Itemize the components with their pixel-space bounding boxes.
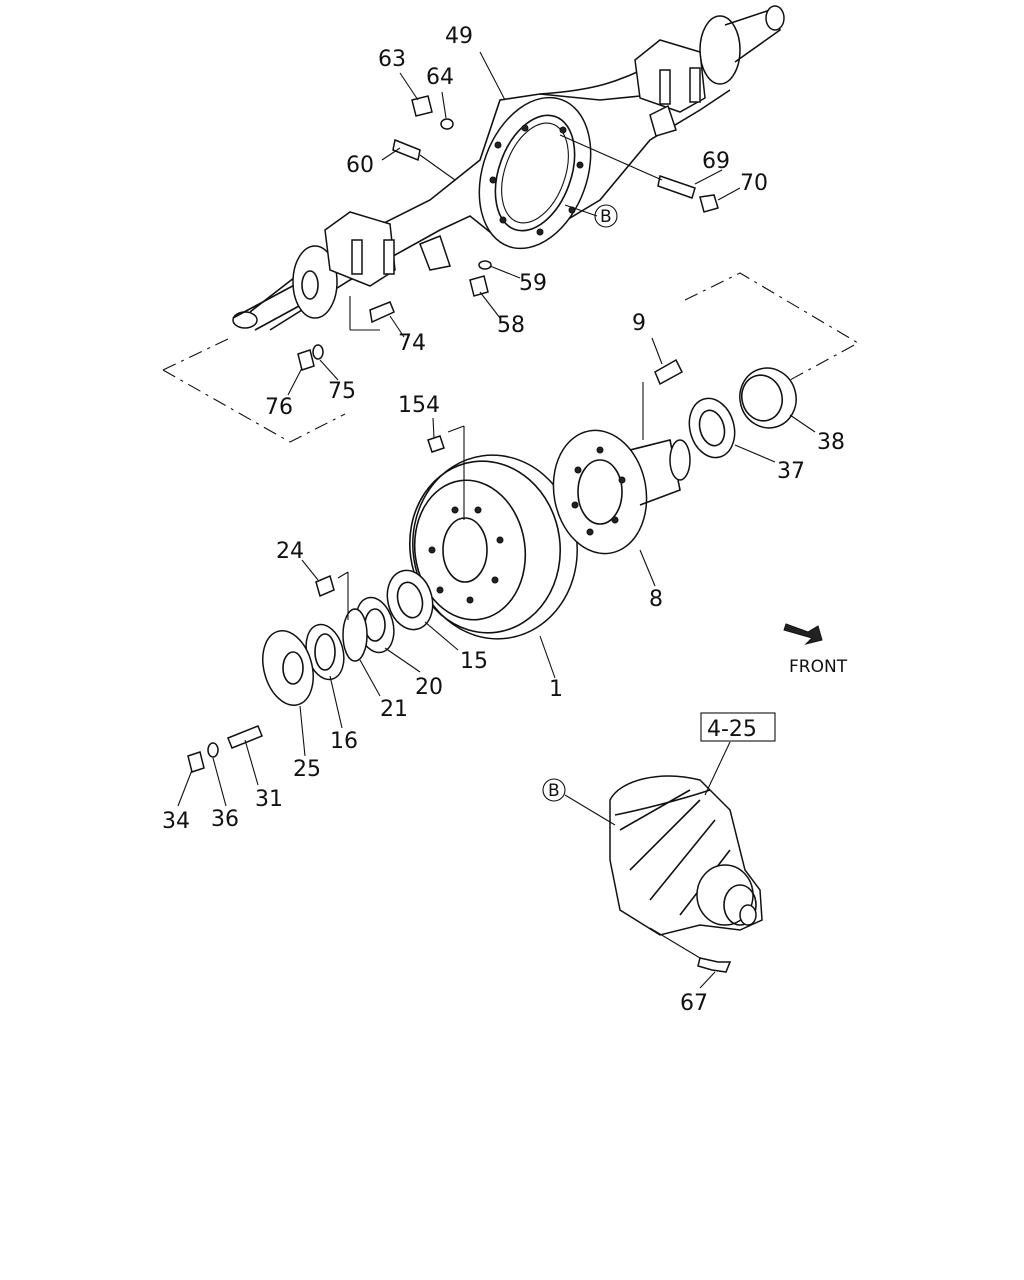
label-21: 21 [380, 697, 408, 722]
label-60: 60 [346, 153, 374, 178]
label-36: 36 [211, 807, 239, 832]
label-63: 63 [378, 47, 406, 72]
plug-58 [469, 275, 489, 297]
washer-75 [312, 344, 324, 360]
nut-63 [411, 95, 433, 117]
label-49: 49 [445, 24, 473, 49]
label-59: 59 [519, 271, 547, 296]
ref-circle-b-top [594, 204, 618, 228]
label-34: 34 [162, 809, 190, 834]
label-37: 37 [777, 459, 805, 484]
label-16: 16 [330, 729, 358, 754]
stud-69 [657, 175, 696, 199]
label-70: 70 [740, 171, 768, 196]
hub-drum-assembly [187, 358, 797, 773]
leader-lines [177, 51, 816, 989]
label-74: 74 [398, 331, 426, 356]
nut-70 [699, 194, 719, 213]
differential-carrier [609, 775, 763, 973]
label-38: 38 [817, 430, 845, 455]
bolt-74 [369, 301, 395, 324]
label-8: 8 [649, 587, 663, 612]
label-9: 9 [632, 311, 646, 336]
label-154: 154 [398, 393, 440, 418]
axle-housing [232, 5, 785, 331]
label-25: 25 [293, 757, 321, 782]
nut-76 [297, 349, 315, 371]
label-15: 15 [460, 649, 488, 674]
front-label: FRONT [789, 657, 848, 677]
label-75: 75 [328, 379, 356, 404]
washer-64 [440, 118, 454, 130]
label-76: 76 [265, 395, 293, 420]
housing-hardware [297, 95, 719, 371]
label-20: 20 [415, 675, 443, 700]
washer-59 [478, 260, 492, 270]
ref-b-bottom-text: B [548, 781, 560, 801]
label-24: 24 [276, 539, 304, 564]
label-67: 67 [680, 991, 708, 1016]
ref-circle-b-bottom [542, 778, 566, 802]
plug-60 [392, 138, 421, 162]
label-69: 69 [702, 149, 730, 174]
front-arrow-icon [783, 623, 823, 645]
label-64: 64 [426, 65, 454, 90]
ref-box-text: 4-25 [707, 717, 757, 742]
part-labels: 49 63 64 60 69 70 59 58 74 76 75 9 154 3… [162, 24, 848, 1016]
label-1: 1 [549, 677, 563, 702]
ref-box-4-25 [700, 712, 776, 742]
ref-b-top-text: B [600, 207, 612, 227]
label-58: 58 [497, 313, 525, 338]
label-31: 31 [255, 787, 283, 812]
